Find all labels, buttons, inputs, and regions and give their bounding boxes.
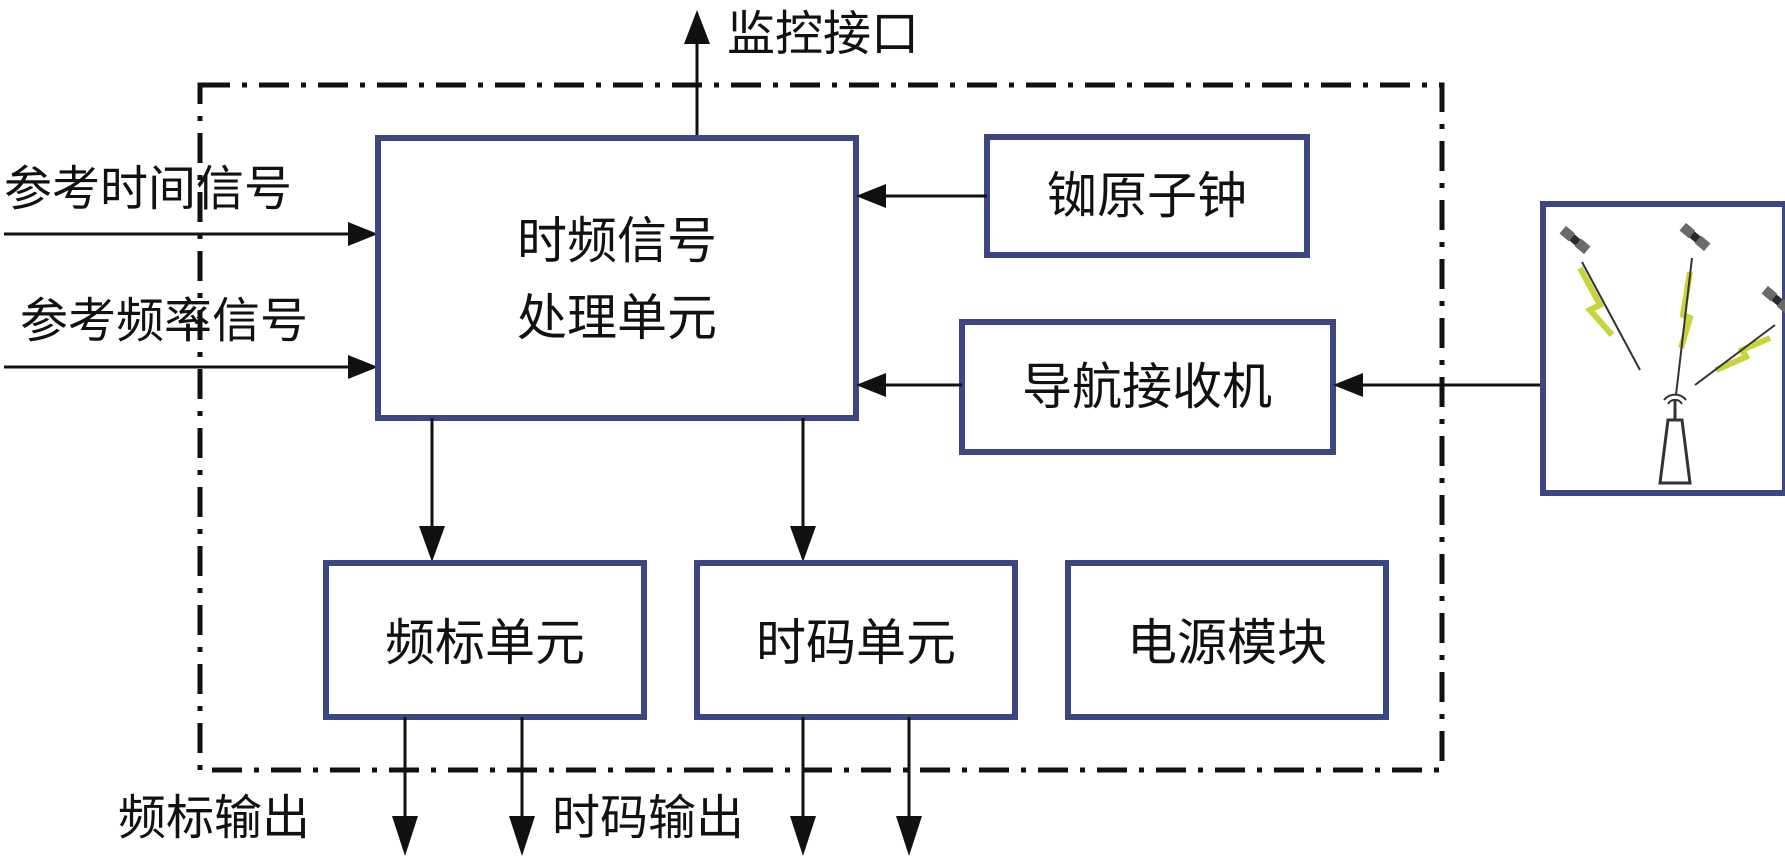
nav-to-processing-arrowhead xyxy=(856,373,886,397)
satellites-antenna-icon xyxy=(1540,201,1785,496)
ref-time-signal-arrowhead xyxy=(348,222,378,246)
system-enclosure xyxy=(197,82,1445,773)
processing-unit-label-line1: 时频信号 xyxy=(517,212,717,270)
processing-unit-label-line2: 处理单元 xyxy=(517,289,717,347)
power-module-box xyxy=(1065,560,1389,720)
processing-to-time-code-arrowhead xyxy=(790,526,816,562)
processing-unit-box xyxy=(375,135,859,421)
power-module-label: 电源模块 xyxy=(1127,614,1327,672)
processing-to-freq-mark-arrowhead xyxy=(419,526,445,562)
time-code-output-label: 时码输出 xyxy=(552,790,744,846)
time-code-output-arrowhead-2 xyxy=(896,816,922,856)
rubidium-clock-label: 铷原子钟 xyxy=(1047,167,1247,225)
nav-receiver-label: 导航接收机 xyxy=(1022,358,1272,416)
freq-mark-unit-label: 频标单元 xyxy=(385,614,585,672)
time-code-unit-label: 时码单元 xyxy=(756,614,956,672)
freq-mark-output-label: 频标输出 xyxy=(118,790,310,846)
time-code-unit-box xyxy=(694,560,1018,720)
time-code-output-arrowhead-1 xyxy=(790,816,816,856)
monitor-interface-label: 监控接口 xyxy=(727,6,919,62)
freq-mark-unit-box xyxy=(323,560,647,720)
freq-mark-output-arrowhead-1 xyxy=(392,816,418,856)
rubidium-clock-box xyxy=(984,134,1310,258)
rubidium-to-processing-arrowhead xyxy=(856,184,886,208)
monitor-interface-arrowhead xyxy=(684,10,710,44)
satellite-to-nav-arrowhead xyxy=(1333,373,1363,397)
ref-time-signal-label: 参考时间信号 xyxy=(4,161,292,217)
freq-mark-output-arrowhead-2 xyxy=(509,816,535,856)
ref-freq-signal-label: 参考频率信号 xyxy=(20,293,308,349)
nav-receiver-box xyxy=(959,319,1336,455)
ref-freq-signal-arrowhead xyxy=(348,355,378,379)
